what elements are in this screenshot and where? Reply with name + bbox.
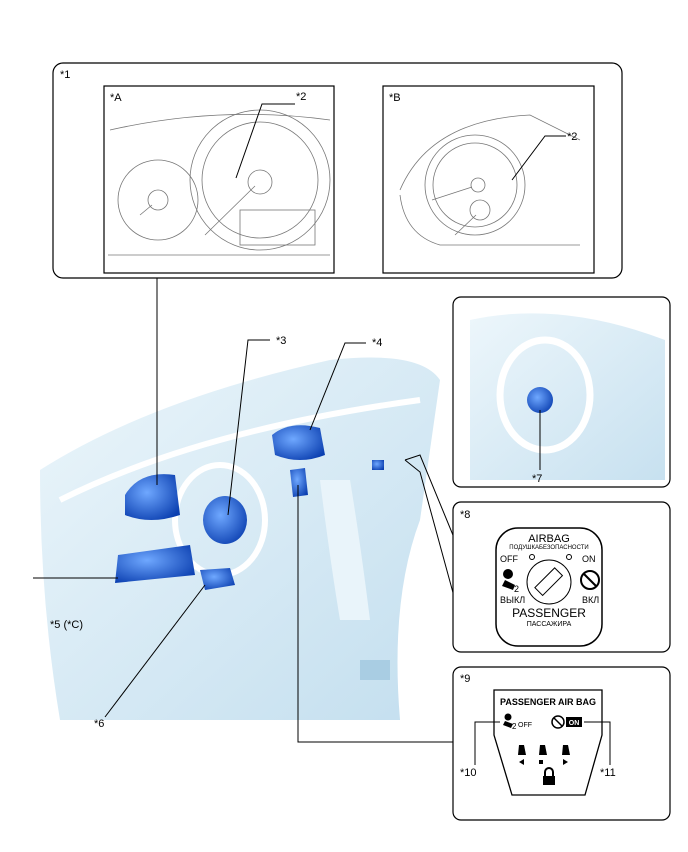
passenger-airbag [272,425,325,460]
switch-on-ru: ВКЛ [582,595,599,605]
callout-1: *1 [60,69,70,81]
callout-6: *6 [94,718,104,730]
switch-on: ON [582,554,596,564]
center-airbag-sensor [200,568,235,590]
switch-off-ru: ВЫКЛ [500,595,525,605]
callout-5: *5 (*C) [50,619,83,631]
airbag-cutoff-switch [290,468,308,497]
combination-meter [125,474,180,520]
switch-title: AIRBAG [528,533,570,545]
key-cylinder [526,559,572,605]
view-a [103,85,335,274]
lock-icon [543,767,555,785]
svg-text:OFF: OFF [518,722,532,729]
airbag-off-indicator: 2 OFF [503,713,532,731]
svg-text:ON: ON [569,720,580,727]
dashboard-illustration [40,357,440,720]
callout-11: *11 [600,767,616,779]
callout-3: *3 [276,335,286,347]
switch-bottom-ru: ПАССАЖИРА [527,621,572,628]
switch-subtitle: ПОДУШКАБЕЗОПАСНОСТИ [509,545,588,551]
callout-8: *8 [460,509,470,521]
callout-10: *10 [460,767,477,779]
callout-b: *B [389,92,401,104]
airbag-switch-panel [495,527,603,647]
callout-4: *4 [372,337,382,349]
seatbelt-reminder-icons [518,745,570,765]
callout-a: *A [110,92,122,104]
knee-airbag [115,545,195,583]
airbag-on-indicator: ON [551,715,582,729]
airbag-off-icon: 2 [502,569,519,594]
callout-2a: *2 [296,91,306,103]
view-b [382,85,595,274]
svg-text:2: 2 [514,584,519,594]
switch-bottom: PASSENGER [512,606,586,620]
switch-off: OFF [500,554,518,564]
callout-7: *7 [532,473,542,485]
airbag-on-icon [580,570,600,590]
indicator-panel [493,689,603,796]
callout-2b: *2 [567,131,577,143]
blue-parts [115,425,384,590]
svg-text:2: 2 [512,722,517,731]
callout-9: *9 [460,673,470,685]
steering-pad [203,496,247,544]
indicator-title: PASSENGER AIR BAG [500,697,596,707]
spiral-cable [527,387,553,413]
